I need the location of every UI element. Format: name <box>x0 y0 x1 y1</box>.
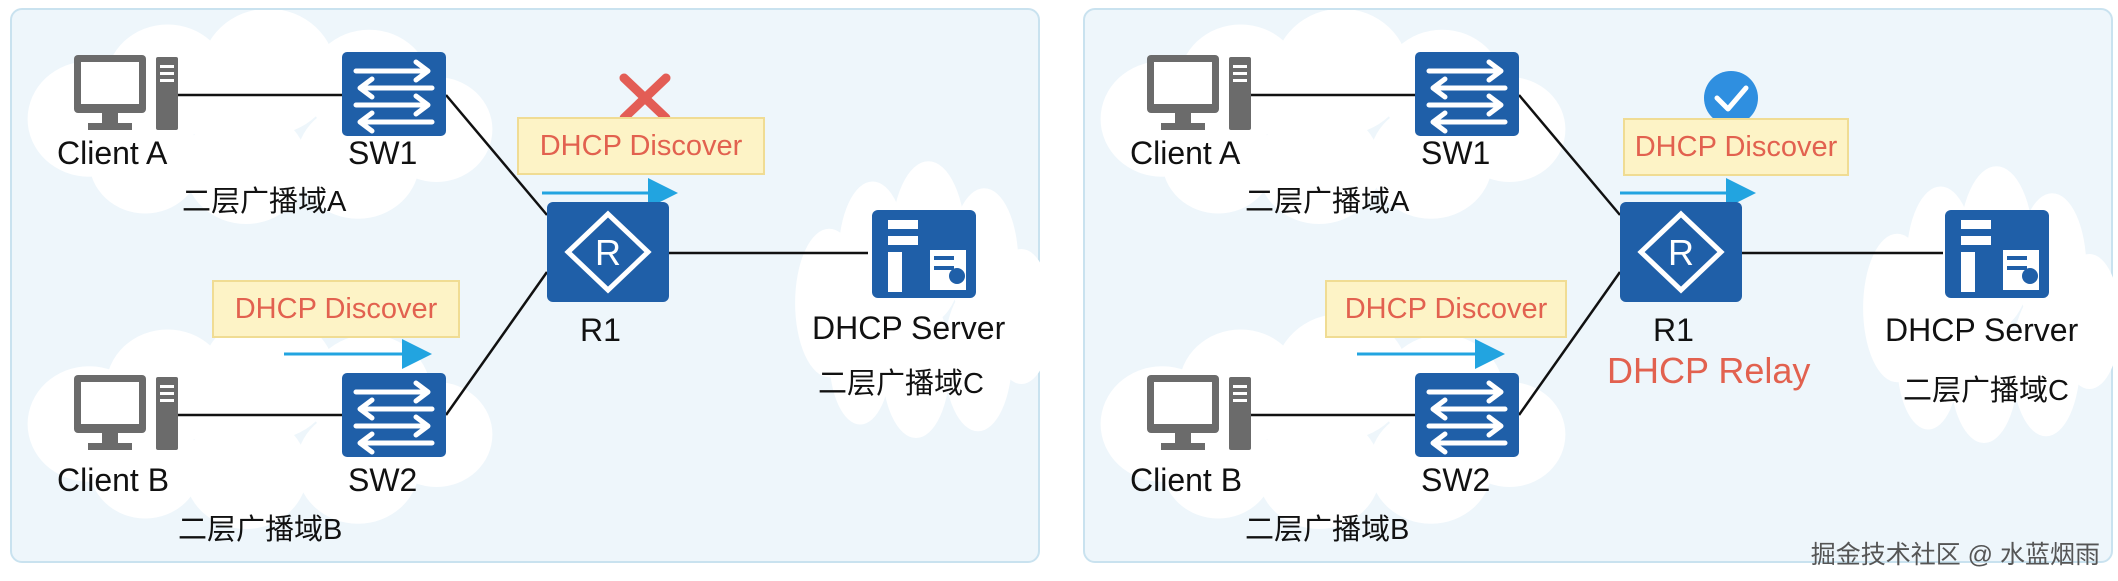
r1-label: R1 <box>580 312 621 348</box>
dhcp-server-icon <box>1945 210 2049 298</box>
domain-a-label: 二层广播域A <box>182 186 347 218</box>
red-x-icon <box>619 73 671 123</box>
topology-links <box>174 93 868 417</box>
domain-c-label: 二层广播域C <box>818 368 984 400</box>
dhcp-discover-message-top: DHCP Discover <box>1623 118 1849 176</box>
router-icon <box>1620 202 1742 302</box>
diagram-panel-without-relay: DHCP Discover DHCP Discover Client A SW1… <box>10 8 1042 563</box>
sw1-label: SW1 <box>348 135 418 171</box>
blue-check-icon <box>1704 71 1758 125</box>
r1-label: R1 <box>1653 312 1694 348</box>
domain-b-label: 二层广播域B <box>178 514 343 546</box>
diagram-panel-with-relay: DHCP Discover DHCP Discover Client A SW1… <box>1083 8 2115 563</box>
switch-icon <box>342 373 446 457</box>
domain-a-label: 二层广播域A <box>1245 186 1410 218</box>
dhcp-server-icon <box>872 210 976 298</box>
sw2-label: SW2 <box>1421 462 1491 498</box>
left-topology <box>27 10 1042 529</box>
client-b-label: Client B <box>1130 462 1243 498</box>
switch-icon <box>1415 373 1519 457</box>
client-a-label: Client A <box>1130 135 1241 171</box>
dhcp-server-label: DHCP Server <box>1885 312 2079 348</box>
dhcp-discover-message-bottom: DHCP Discover <box>212 280 460 338</box>
switch-icon <box>1415 52 1519 136</box>
switch-icon <box>342 52 446 136</box>
sw2-label: SW2 <box>348 462 418 498</box>
right-topology <box>1100 10 2115 529</box>
router-icon <box>547 202 669 302</box>
topology-links <box>1247 93 1943 417</box>
client-b-label: Client B <box>57 462 170 498</box>
dhcp-discover-message-bottom: DHCP Discover <box>1325 280 1567 338</box>
watermark-text: 掘金技术社区 @ 水蓝烟雨 <box>1810 541 2100 569</box>
dhcp-server-label: DHCP Server <box>812 310 1006 346</box>
dhcp-relay-label: DHCP Relay <box>1607 350 1811 391</box>
dhcp-discover-message-top: DHCP Discover <box>517 117 765 175</box>
domain-b-label: 二层广播域B <box>1245 514 1410 546</box>
client-a-label: Client A <box>57 135 168 171</box>
domain-c-label: 二层广播域C <box>1903 375 2069 407</box>
sw1-label: SW1 <box>1421 135 1491 171</box>
